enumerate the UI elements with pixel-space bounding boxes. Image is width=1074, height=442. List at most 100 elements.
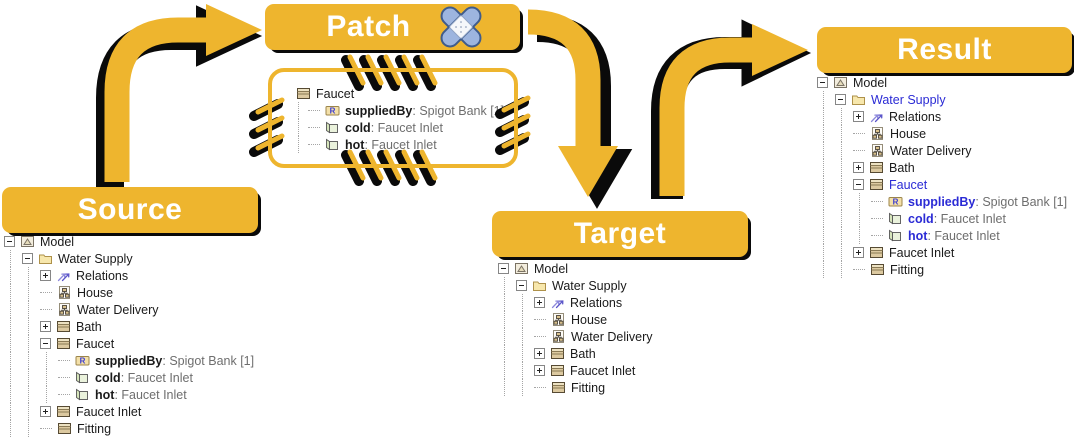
tree-row[interactable]: Relations [813,108,1067,125]
tree-expander[interactable] [853,111,864,122]
tree-label: Water Delivery [77,302,159,317]
tree-expander[interactable] [498,263,509,274]
tree-indent [498,277,516,294]
tree-indent [22,335,40,352]
tree-row[interactable]: Fitting [494,379,653,396]
tree-label: Faucet Inlet [570,363,636,378]
tree-expander[interactable] [516,280,527,291]
tree-row[interactable]: Faucet [288,85,504,102]
tree-indent [516,311,534,328]
tree-expander[interactable] [817,77,828,88]
tree-expander[interactable] [40,321,51,332]
tree-connector [853,264,865,275]
tree-row[interactable]: suppliedBy : Spigot Bank [1] [0,352,254,369]
arrow-patch-to-target [527,9,633,209]
tree-label: Faucet [889,177,928,192]
tree-row[interactable]: cold : Faucet Inlet [813,210,1067,227]
tree-row[interactable]: Water Delivery [813,142,1067,159]
tree-row[interactable]: Model [494,260,653,277]
tree-expander[interactable] [40,270,51,281]
tree-row[interactable]: Water Supply [494,277,653,294]
tree-label: Model [40,234,75,249]
tree-row[interactable]: hot : Faucet Inlet [288,136,504,153]
tree-label: House [571,312,608,327]
tree-row[interactable]: Water Supply [0,250,254,267]
tree-indent [835,261,853,278]
tree-row[interactable]: Water Delivery [0,301,254,318]
tree-row[interactable]: Faucet Inlet [813,244,1067,261]
tree-label: Water Supply [871,92,946,107]
tree-connector [853,128,865,139]
relations-icon [57,273,70,282]
tree-indent [292,102,308,119]
tree-indent [835,244,853,261]
tree-row[interactable]: House [0,284,254,301]
tree-label: Water Supply [58,251,133,266]
tree-indent [22,284,40,301]
tree-row[interactable]: Relations [494,294,653,311]
tree-row[interactable]: Model [813,74,1067,91]
tree-indent [4,369,22,386]
tree-expander[interactable] [40,406,51,417]
tree-row[interactable]: hot : Faucet Inlet [0,386,254,403]
tree-row[interactable]: Faucet [813,176,1067,193]
tree-row[interactable]: Fitting [0,420,254,437]
tree-row[interactable]: House [494,311,653,328]
tree-row[interactable]: hot : Faucet Inlet [813,227,1067,244]
tree-suffix: : Faucet Inlet [364,137,437,152]
block-icon [870,162,883,173]
tree-suffix: : Faucet Inlet [370,120,443,135]
tree-label: Water Delivery [571,329,653,344]
port-icon [76,389,88,400]
tree-indent [516,328,534,345]
reference-attr-icon [325,106,340,117]
tree-row[interactable]: Fitting [813,261,1067,278]
relations-icon [551,300,564,309]
tree-label: Relations [76,268,129,283]
tree-indent [817,227,835,244]
tree-row[interactable]: Model [0,233,254,250]
tree-indent [817,142,835,159]
tree-row[interactable]: cold : Faucet Inlet [288,119,504,136]
tree-indent [817,176,835,193]
folder-icon [533,281,546,291]
tree-row[interactable]: Faucet [0,335,254,352]
tree-suffix: : Spigot Bank [1] [975,194,1068,209]
tree-connector [534,382,546,393]
tree-label: cold [95,370,121,385]
tree-expander[interactable] [4,236,15,247]
tree-indent [817,159,835,176]
tree-expander[interactable] [853,247,864,258]
tree-expander[interactable] [534,365,545,376]
tree-row[interactable]: Water Supply [813,91,1067,108]
tree-row[interactable]: suppliedBy : Spigot Bank [1] [813,193,1067,210]
tree-indent [835,176,853,193]
tree-expander[interactable] [835,94,846,105]
tree-row[interactable]: cold : Faucet Inlet [0,369,254,386]
tree-indent [22,369,40,386]
tree-row[interactable]: Water Delivery [494,328,653,345]
tree-expander[interactable] [534,348,545,359]
tree-expander[interactable] [40,338,51,349]
folder-icon [852,95,865,105]
tree-row[interactable]: Faucet Inlet [494,362,653,379]
tree-row[interactable]: Bath [813,159,1067,176]
tree-indent [853,210,871,227]
tree-expander[interactable] [853,162,864,173]
tree-label: Fitting [571,380,606,395]
tree-label: Faucet [316,86,355,101]
tree-row[interactable]: Relations [0,267,254,284]
tree-row[interactable]: Bath [0,318,254,335]
tree-expander[interactable] [534,297,545,308]
tree-indent [817,193,835,210]
tree-suffix: : Spigot Bank [1] [412,103,505,118]
tree-indent [4,284,22,301]
tree-label: House [890,126,927,141]
tree-row[interactable]: Faucet Inlet [0,403,254,420]
tree-row[interactable]: suppliedBy : Spigot Bank [1] [288,102,504,119]
tree-expander[interactable] [22,253,33,264]
tree-indent [835,159,853,176]
tree-row[interactable]: Bath [494,345,653,362]
tree-expander[interactable] [853,179,864,190]
tree-row[interactable]: House [813,125,1067,142]
